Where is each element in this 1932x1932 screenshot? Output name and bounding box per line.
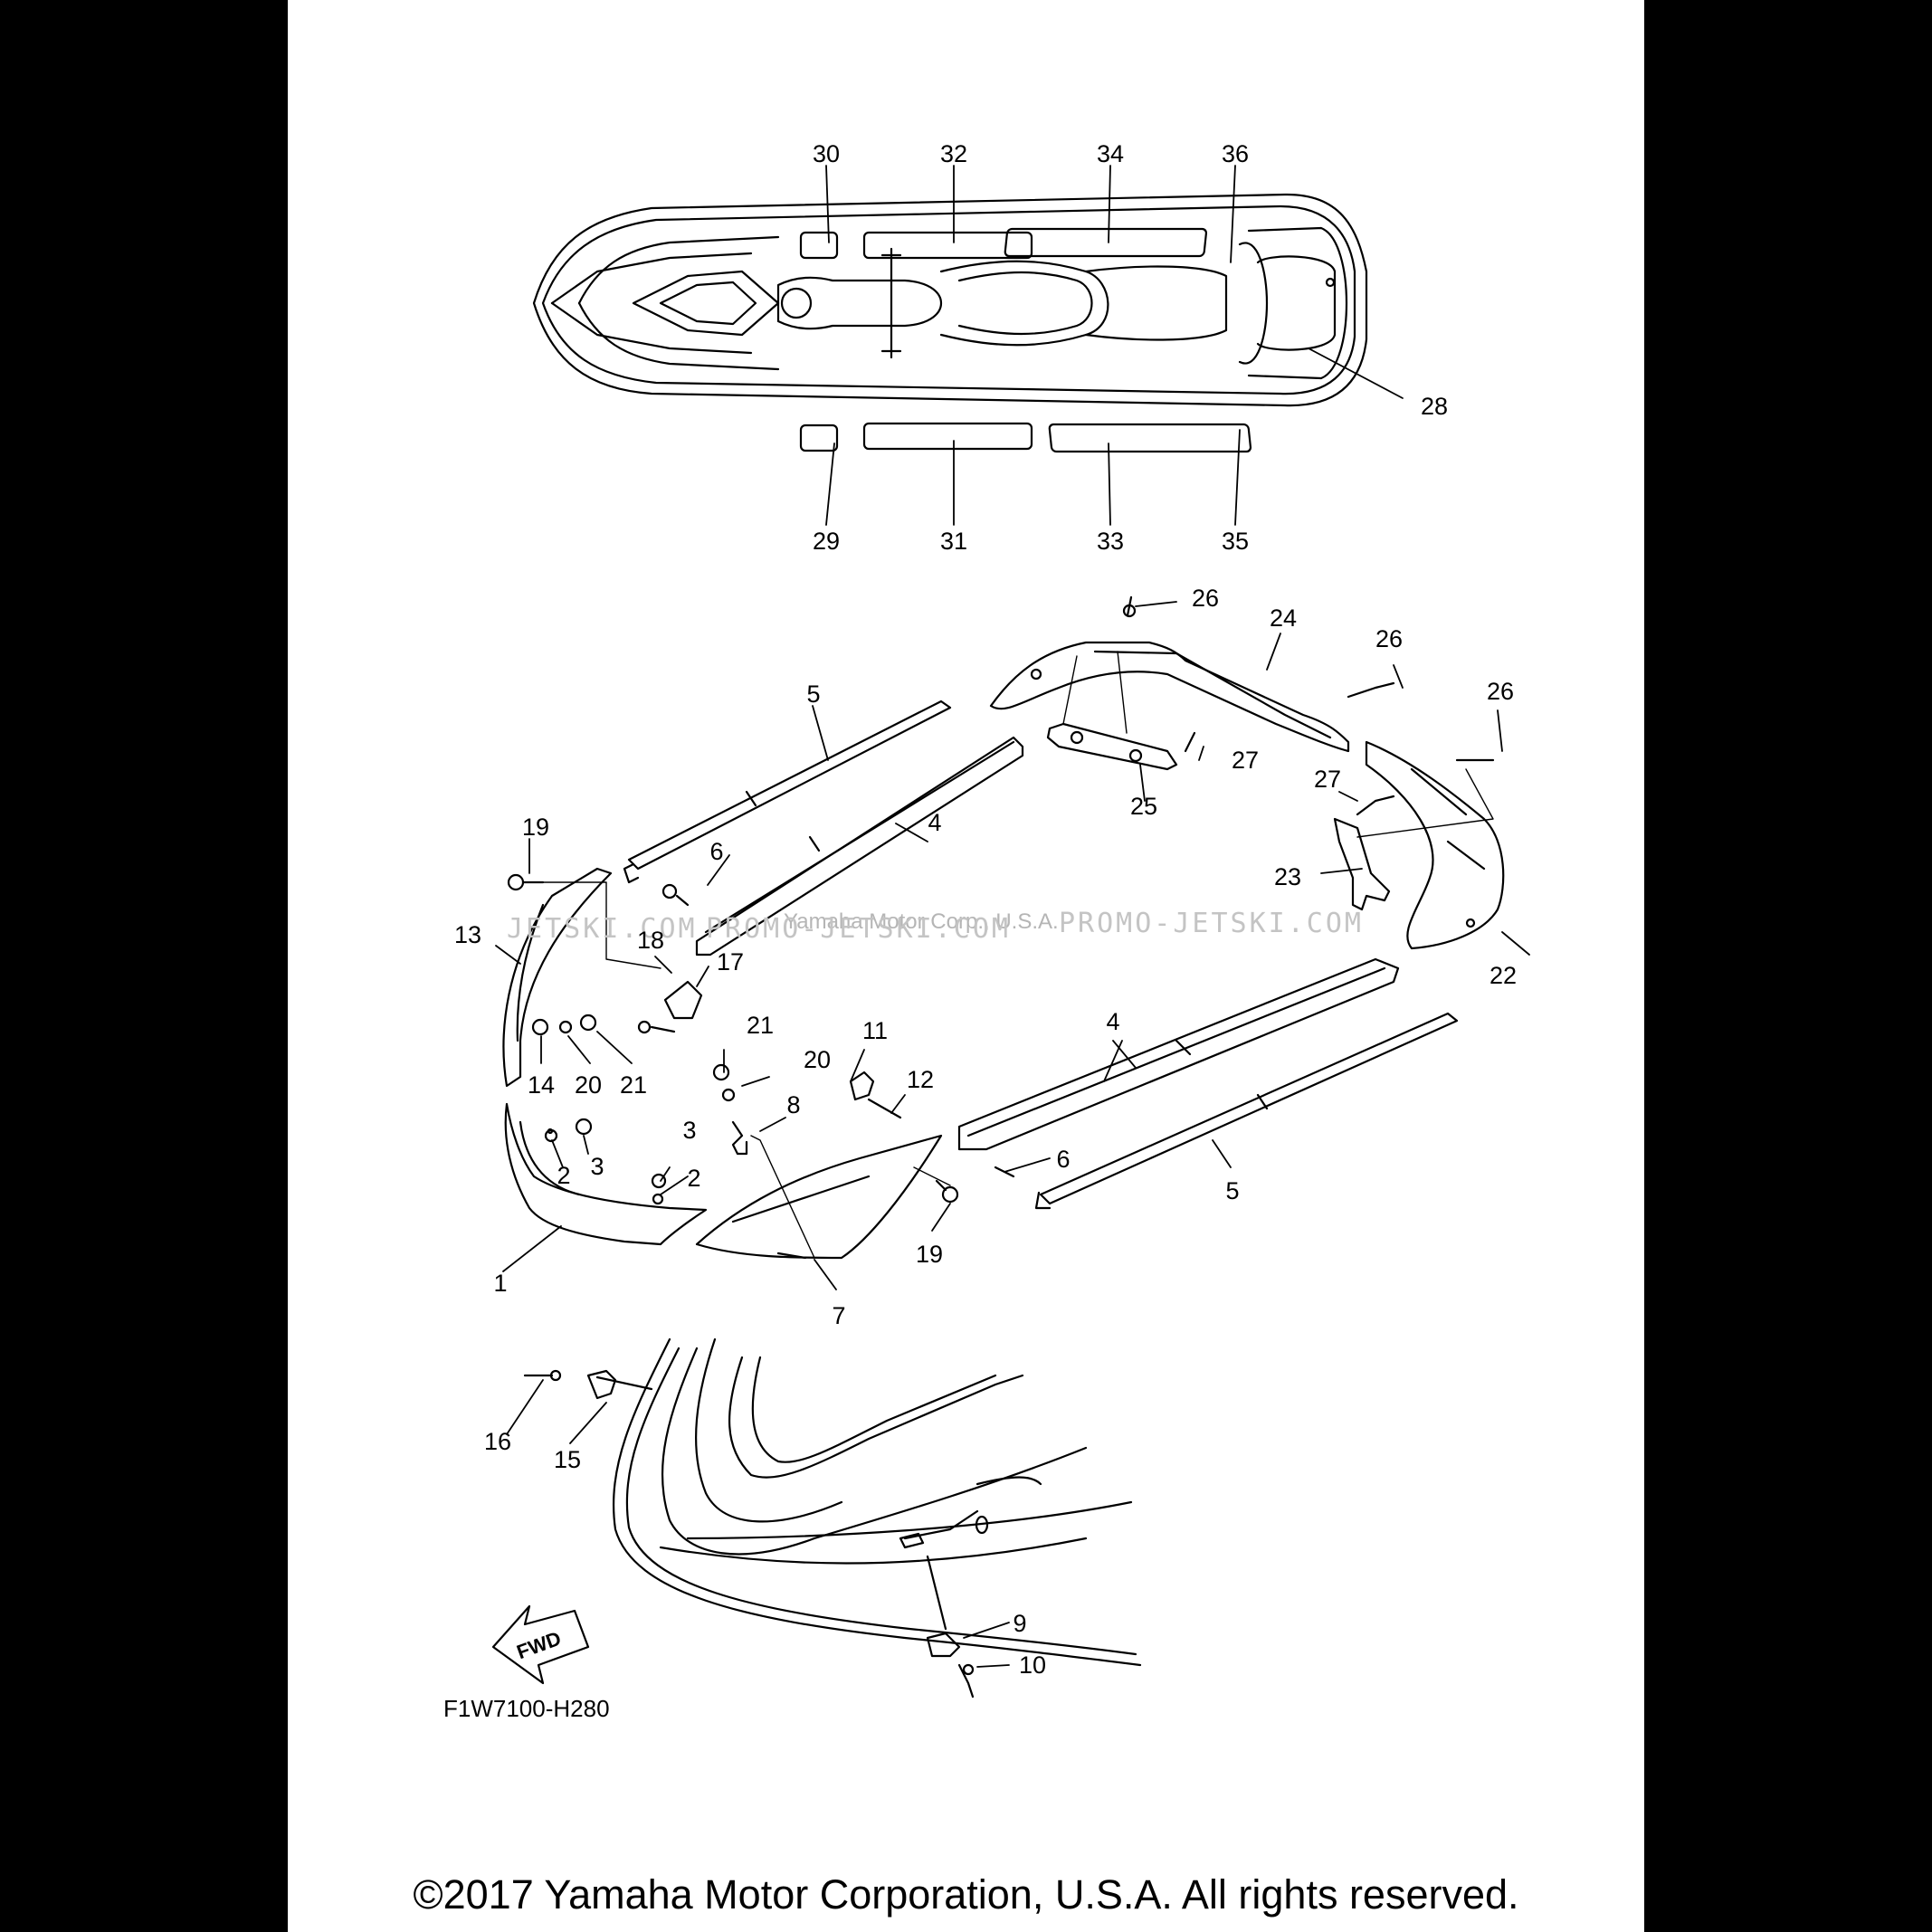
callout-30: 30 [813, 140, 840, 167]
callout-25: 25 [1130, 793, 1157, 820]
watermark-center: PROMO-JETSKI.COM [706, 913, 1011, 945]
callout-17: 17 [717, 948, 744, 976]
callout-4a: 4 [928, 809, 941, 836]
callout-18: 18 [637, 927, 664, 954]
callout-21a: 21 [620, 1071, 647, 1099]
callout-4b: 4 [1106, 1008, 1119, 1035]
callout-1: 1 [493, 1270, 507, 1297]
callout-35: 35 [1222, 528, 1249, 555]
callout-28: 28 [1421, 393, 1448, 420]
part-7-panel [695, 1134, 943, 1260]
part-1-bow [504, 1102, 708, 1246]
callout-34: 34 [1097, 140, 1124, 167]
part-23-clip [1333, 817, 1391, 911]
callout-10: 10 [1019, 1651, 1046, 1679]
callout-32: 32 [940, 140, 967, 167]
callout-36: 36 [1222, 140, 1249, 167]
callout-26c: 26 [1487, 678, 1514, 705]
callout-20a: 20 [575, 1071, 602, 1099]
diagram-code: F1W7100-H280 [443, 1695, 610, 1722]
callout-20b: 20 [804, 1046, 831, 1073]
part-25-bracket [1046, 722, 1178, 771]
callout-24: 24 [1270, 604, 1297, 632]
callout-29: 29 [813, 528, 840, 555]
callout-8: 8 [786, 1091, 800, 1118]
part-22-rear-cap [1365, 740, 1505, 950]
callout-19b: 19 [916, 1241, 943, 1268]
part-24-rail [989, 641, 1350, 753]
callout-14: 14 [528, 1071, 555, 1099]
callout-6a: 6 [709, 838, 723, 865]
callout-15: 15 [554, 1446, 581, 1473]
part-5-upper [623, 700, 952, 884]
callout-22: 22 [1489, 962, 1517, 989]
callout-7: 7 [832, 1302, 845, 1329]
callout-27a: 27 [1232, 747, 1259, 774]
callout-31: 31 [940, 528, 967, 555]
callout-26a: 26 [1192, 585, 1219, 612]
top-view-hull [532, 193, 1368, 453]
top-view-leaders [825, 165, 1404, 526]
callout-13: 13 [454, 921, 481, 948]
watermark-right: PROMO-JETSKI.COM [1059, 908, 1364, 939]
callout-3a: 3 [682, 1117, 696, 1144]
callout-19a: 19 [522, 814, 549, 841]
callout-23: 23 [1274, 863, 1301, 890]
diagram-panel [288, 0, 1644, 1932]
part-5-lower [1034, 1012, 1459, 1210]
callout-9: 9 [1013, 1610, 1026, 1637]
watermark-yamaha: Yamaha Motor Corp., U.S.A. [784, 909, 1059, 934]
part-13-trim [502, 867, 613, 1088]
callout-3b: 3 [590, 1153, 604, 1180]
callout-21b: 21 [747, 1012, 774, 1039]
bow-hardware [523, 1369, 975, 1699]
callout-33: 33 [1097, 528, 1124, 555]
bow-deck-view [612, 1337, 1142, 1667]
callout-leaders [495, 601, 1530, 1668]
callout-16: 16 [484, 1428, 511, 1455]
connector-lines [533, 651, 1494, 1259]
fwd-arrow-icon [491, 1604, 590, 1685]
callout-5a: 5 [806, 680, 820, 708]
callout-27b: 27 [1314, 766, 1341, 793]
part-4-upper [695, 736, 1024, 956]
hardware [507, 595, 1495, 1205]
callout-11: 11 [862, 1017, 888, 1044]
copyright-notice: ©2017 Yamaha Motor Corporation, U.S.A. A… [413, 1871, 1519, 1918]
watermark-left: JETSKI.COM [507, 913, 698, 945]
callout-6b: 6 [1056, 1146, 1070, 1173]
callout-26b: 26 [1375, 625, 1403, 652]
callout-5b: 5 [1225, 1177, 1239, 1204]
callout-2b: 2 [687, 1165, 700, 1192]
callout-12: 12 [907, 1066, 934, 1093]
callout-2a: 2 [557, 1162, 570, 1189]
part-4-lower [957, 957, 1400, 1151]
